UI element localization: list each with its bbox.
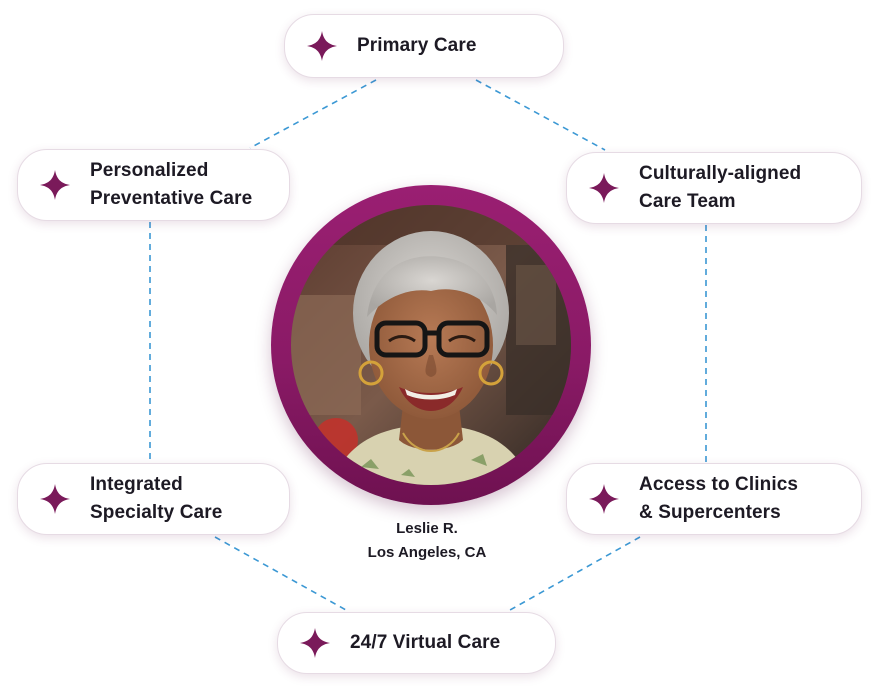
- node-label-line: 24/7 Virtual Care: [350, 632, 501, 653]
- node-access-to-clinics: Access to Clinics & Supercenters: [566, 463, 862, 535]
- node-label-line: Access to Clinics: [639, 474, 799, 495]
- sparkle-icon: [589, 484, 619, 514]
- connector-primary-cultural: [475, 79, 606, 151]
- node-integrated-specialty-care: Integrated Specialty Care: [17, 463, 290, 535]
- sparkle-icon: [589, 173, 619, 203]
- member-name: Leslie R.: [396, 520, 458, 537]
- node-label: Personalized Preventative Care: [90, 157, 252, 213]
- node-label-line: Personalized: [90, 160, 209, 181]
- node-label-line: Care Team: [639, 191, 736, 212]
- sparkle-icon: [40, 170, 70, 200]
- node-label: Integrated Specialty Care: [90, 471, 222, 527]
- node-label: Culturally-aligned Care Team: [639, 160, 801, 216]
- connector-primary-personalized: [249, 79, 377, 149]
- node-label-line: Integrated: [90, 474, 183, 495]
- node-label: 24/7 Virtual Care: [350, 629, 500, 657]
- node-primary-care: Primary Care: [284, 14, 564, 78]
- member-caption: Leslie R. Los Angeles, CA: [327, 517, 527, 565]
- node-label: Primary Care: [357, 32, 477, 60]
- member-location: Los Angeles, CA: [367, 544, 487, 561]
- node-label-line: & Supercenters: [639, 502, 781, 523]
- node-label: Access to Clinics & Supercenters: [639, 471, 798, 527]
- sparkle-icon: [307, 31, 337, 61]
- portrait-ring: [271, 185, 591, 505]
- node-virtual-care: 24/7 Virtual Care: [277, 612, 556, 674]
- sparkle-icon: [40, 484, 70, 514]
- node-label-line: Primary Care: [357, 35, 477, 56]
- connector-access-virtual: [509, 536, 641, 611]
- node-culturally-aligned-care-team: Culturally-aligned Care Team: [566, 152, 862, 224]
- node-personalized-preventative-care: Personalized Preventative Care: [17, 149, 290, 221]
- node-label-line: Culturally-aligned: [639, 163, 802, 184]
- sparkle-icon: [300, 628, 330, 658]
- node-label-line: Preventative Care: [90, 188, 253, 209]
- node-label-line: Specialty Care: [90, 502, 223, 523]
- member-photo: [291, 205, 571, 485]
